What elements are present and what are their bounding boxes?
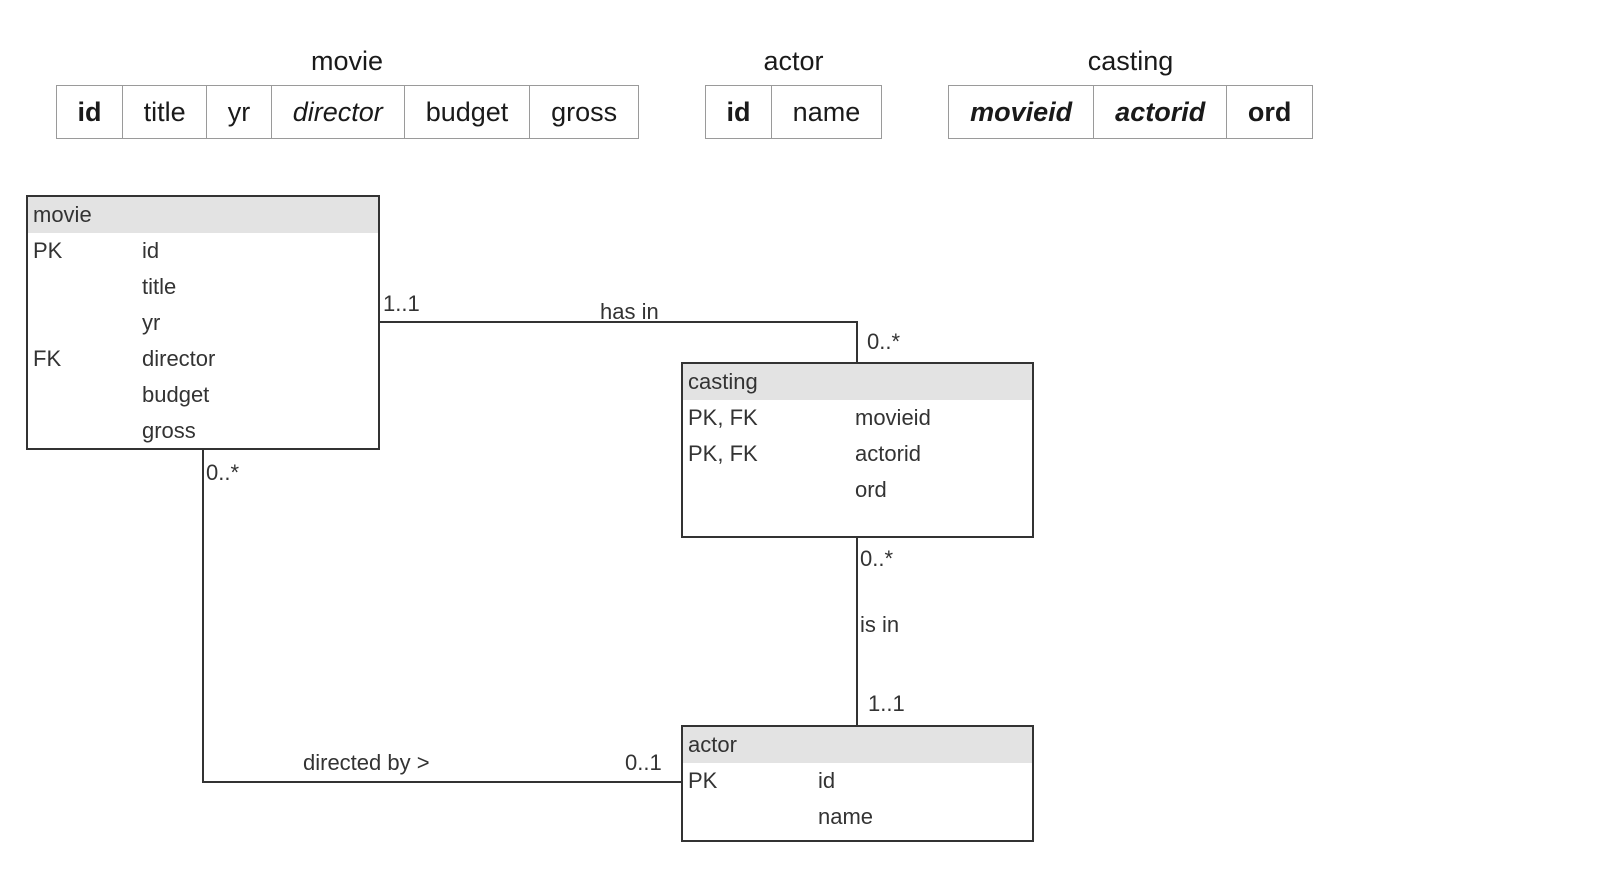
attribute-name: ord — [855, 477, 887, 502]
entity-title: casting — [683, 364, 1032, 400]
entity-row: yr — [28, 305, 378, 341]
key-marker: FK — [33, 346, 62, 371]
card-directed-by-movie: 0..* — [206, 460, 239, 485]
schema-column: ord — [1226, 85, 1313, 139]
key-marker: PK, FK — [688, 441, 758, 466]
schema-column: id — [56, 85, 123, 139]
card-has-in-movie: 1..1 — [383, 291, 420, 316]
schema-column: actorid — [1093, 85, 1228, 139]
schema-table-movie: id title yr director budget gross — [56, 85, 639, 139]
entity-row: budget — [28, 377, 378, 413]
label-has-in: has in — [600, 299, 659, 324]
key-marker: PK — [688, 768, 718, 793]
entity-row: gross — [28, 413, 378, 449]
schema-column: title — [121, 85, 208, 139]
attribute-name: actorid — [855, 441, 922, 466]
schema-table-casting: movieid actorid ord — [947, 85, 1313, 139]
card-is-in-casting: 0..* — [860, 546, 893, 571]
key-marker: PK — [33, 238, 63, 263]
attribute-name: id — [818, 768, 836, 793]
attribute-name: gross — [142, 418, 196, 443]
attribute-name: title — [142, 274, 177, 299]
schema-column: name — [770, 85, 883, 139]
attribute-name: movieid — [855, 405, 931, 430]
schema-column: yr — [206, 85, 272, 139]
entity-row: PK id — [28, 233, 378, 269]
entity-row: PK, FK movieid — [683, 400, 1032, 436]
schema-column: id — [705, 85, 772, 139]
schema-column: budget — [403, 85, 531, 139]
card-directed-by-actor: 0..1 — [625, 750, 662, 775]
attribute-name: id — [142, 238, 160, 263]
attribute-name: name — [818, 804, 874, 829]
label-directed-by: directed by > — [303, 750, 430, 775]
has-in-connector — [380, 321, 858, 362]
attribute-name: budget — [142, 382, 210, 407]
label-is-in: is in — [860, 612, 899, 637]
key-marker: PK, FK — [688, 405, 758, 430]
schema-column: director — [270, 85, 405, 139]
schema-title-actor: actor — [763, 46, 824, 76]
schema-title-movie: movie — [310, 46, 384, 76]
entity-row: FK director — [28, 341, 378, 377]
entity-actor: actor PK id name — [681, 725, 1034, 842]
entity-row: PK, FK actorid — [683, 436, 1032, 472]
schema-column: movieid — [947, 85, 1095, 139]
card-is-in-actor: 1..1 — [868, 691, 905, 716]
schema-table-actor: id name — [705, 85, 883, 139]
card-has-in-casting: 0..* — [867, 329, 900, 354]
entity-row: name — [683, 799, 1032, 835]
entity-row: title — [28, 269, 378, 305]
attribute-name: director — [142, 346, 216, 371]
entity-movie: movie PK id title yr FK director budget … — [26, 195, 380, 450]
entity-title: movie — [28, 197, 378, 233]
directed-by-connector — [202, 449, 681, 783]
entity-title: actor — [683, 727, 1032, 763]
entity-row: PK id — [683, 763, 1032, 799]
entity-casting: casting PK, FK movieid PK, FK actorid or… — [681, 362, 1034, 538]
entity-row: ord — [683, 472, 1032, 508]
attribute-name: yr — [142, 310, 161, 335]
schema-title-casting: casting — [1087, 46, 1174, 76]
schema-column: gross — [529, 85, 639, 139]
